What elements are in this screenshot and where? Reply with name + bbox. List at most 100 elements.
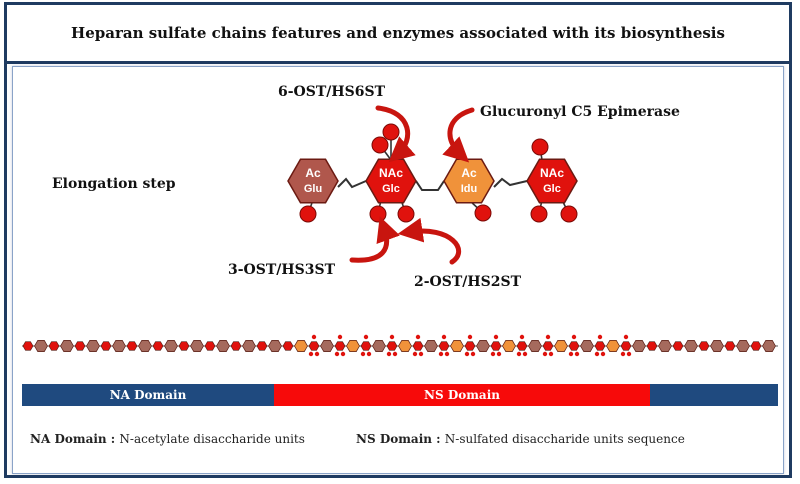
chain-sugar	[698, 341, 710, 351]
heparan-sulfate-chain	[22, 334, 778, 357]
chain-sugar	[360, 341, 372, 351]
chain-sugar	[178, 341, 190, 351]
chain-sugar	[282, 341, 294, 351]
sulfate-group	[369, 205, 387, 223]
sugar-label-bottom: Glc	[543, 183, 561, 195]
chain-sugar	[594, 341, 606, 351]
chain-sulfate	[340, 351, 346, 357]
chain-sugar	[606, 340, 620, 352]
chain-sugar	[334, 341, 346, 351]
chain-sulfate	[444, 351, 450, 357]
sulfate-group	[560, 205, 578, 223]
na-domain-label: NA Domain	[109, 388, 187, 402]
sulfate-group	[371, 136, 389, 154]
chain-sulfate	[574, 351, 580, 357]
chain-sulfate	[467, 334, 473, 340]
ns-domain-bar: NS Domain	[274, 384, 650, 406]
chain-sugar	[190, 340, 204, 352]
chain-sulfate	[571, 334, 577, 340]
chain-sulfate	[418, 351, 424, 357]
chain-sugar	[242, 340, 256, 352]
chain-sulfate	[600, 351, 606, 357]
legend-ns-term: NS Domain	[356, 432, 432, 446]
sugar-label-bottom: Idu	[461, 183, 478, 195]
chain-sulfate	[548, 351, 554, 357]
chain-sulfate	[366, 351, 372, 357]
chain-sugar	[204, 341, 216, 351]
chain-sugar	[620, 341, 632, 351]
chain-sugar	[152, 341, 164, 351]
chain-sugar	[710, 340, 724, 352]
sugar-label-top: Ac	[305, 166, 321, 180]
chain-sugar	[372, 340, 386, 352]
chain-sulfate	[623, 334, 629, 340]
chain-sugar	[724, 341, 736, 351]
chain-sugar	[320, 340, 334, 352]
title-text: Heparan sulfate chains features and enzy…	[71, 24, 725, 42]
chain-sulfate	[519, 334, 525, 340]
chain-sugar	[672, 341, 684, 351]
enzyme-2ost-label: 2-OST/HS2ST	[414, 274, 521, 290]
chain-sugar	[412, 341, 424, 351]
chain-sugar	[750, 341, 762, 351]
glycosidic-bond	[337, 177, 367, 189]
chain-sugar	[762, 340, 776, 352]
legend-na-text: N-acetylate disaccharide units	[119, 432, 305, 446]
chain-sugar	[476, 340, 490, 352]
sulfate-group	[299, 205, 317, 223]
sugar-label-top: NAc	[379, 166, 403, 180]
chain-sugar	[112, 340, 126, 352]
chain-sugar	[554, 340, 568, 352]
chain-sugar	[164, 340, 178, 352]
sugar-hexagon	[443, 158, 495, 204]
chain-sugar	[230, 341, 242, 351]
chain-sulfate	[597, 334, 603, 340]
chain-sulfate	[594, 351, 600, 357]
chain-sugar	[450, 340, 464, 352]
legend-ns: NS Domain : N-sulfated disaccharide unit…	[356, 432, 685, 446]
chain-sulfate	[493, 334, 499, 340]
enzyme-arrow	[442, 107, 475, 163]
legend-na-term: NA Domain	[30, 432, 107, 446]
chain-sulfate	[438, 351, 444, 357]
chain-sulfate	[568, 351, 574, 357]
chain-sugar	[632, 340, 646, 352]
chain-sulfate	[311, 334, 317, 340]
chain-sugar	[424, 340, 438, 352]
chain-sulfate	[490, 351, 496, 357]
legend-ns-text: N-sulfated disaccharide units sequence	[444, 432, 685, 446]
chain-sugar	[48, 341, 60, 351]
sugar-label-bottom: Glu	[304, 183, 322, 195]
chain-sugar	[490, 341, 502, 351]
chain-sulfate	[470, 351, 476, 357]
sulfate-group	[397, 205, 415, 223]
chain-sugar	[126, 341, 138, 351]
chain-sulfate	[522, 351, 528, 357]
sugar-label-top: NAc	[540, 166, 564, 180]
chain-sulfate	[441, 334, 447, 340]
na-domain-bar: NA Domain	[22, 384, 274, 406]
chain-sugar	[74, 341, 86, 351]
chain-sugar	[216, 340, 230, 352]
chain-sugar	[542, 341, 554, 351]
chain-sulfate	[496, 351, 502, 357]
chain-sugar	[100, 341, 112, 351]
glycosidic-bond	[493, 177, 528, 188]
chain-sugar	[256, 341, 268, 351]
enzyme-arrow	[375, 105, 416, 163]
chain-sugar	[86, 340, 100, 352]
chain-sugar	[464, 341, 476, 351]
chain-sugar	[138, 340, 152, 352]
chain-sulfate	[334, 351, 340, 357]
ns-domain-label: NS Domain	[424, 388, 500, 402]
enzyme-arrow	[349, 216, 401, 263]
chain-sulfate	[389, 334, 395, 340]
chain-sugar	[268, 340, 282, 352]
chain-sugar	[736, 340, 750, 352]
enzyme-arrows	[349, 105, 475, 265]
chain-sugar	[528, 340, 542, 352]
chain-sulfate	[620, 351, 626, 357]
chain-sugar	[308, 341, 320, 351]
